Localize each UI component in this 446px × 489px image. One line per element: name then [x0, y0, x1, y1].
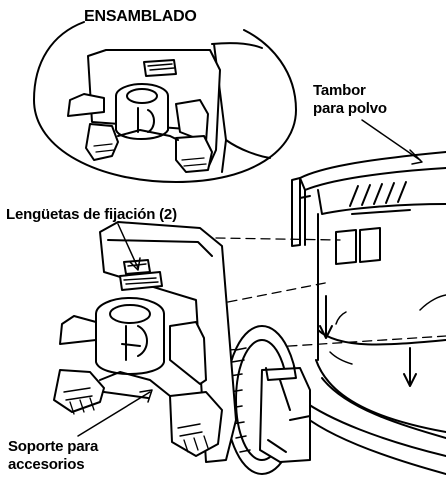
holder-label-line2: accesorios [8, 456, 85, 473]
drum-label-line2: para polvo [313, 100, 387, 117]
holder-label-line1: Soporte para [8, 438, 99, 455]
tabs-label: Lengüetas de fijación (2) [6, 206, 177, 223]
wheel-assembly [225, 325, 446, 475]
drum-leader-line [361, 119, 421, 161]
dust-drum [291, 151, 446, 439]
tabs-leader-line [117, 223, 139, 269]
drum-label-line1: Tambor [313, 82, 366, 99]
assembled-inset [33, 21, 297, 183]
assembled-label: ENSAMBLADO [84, 8, 197, 25]
accessory-holder [53, 221, 237, 463]
holder-leader-line [77, 391, 151, 437]
